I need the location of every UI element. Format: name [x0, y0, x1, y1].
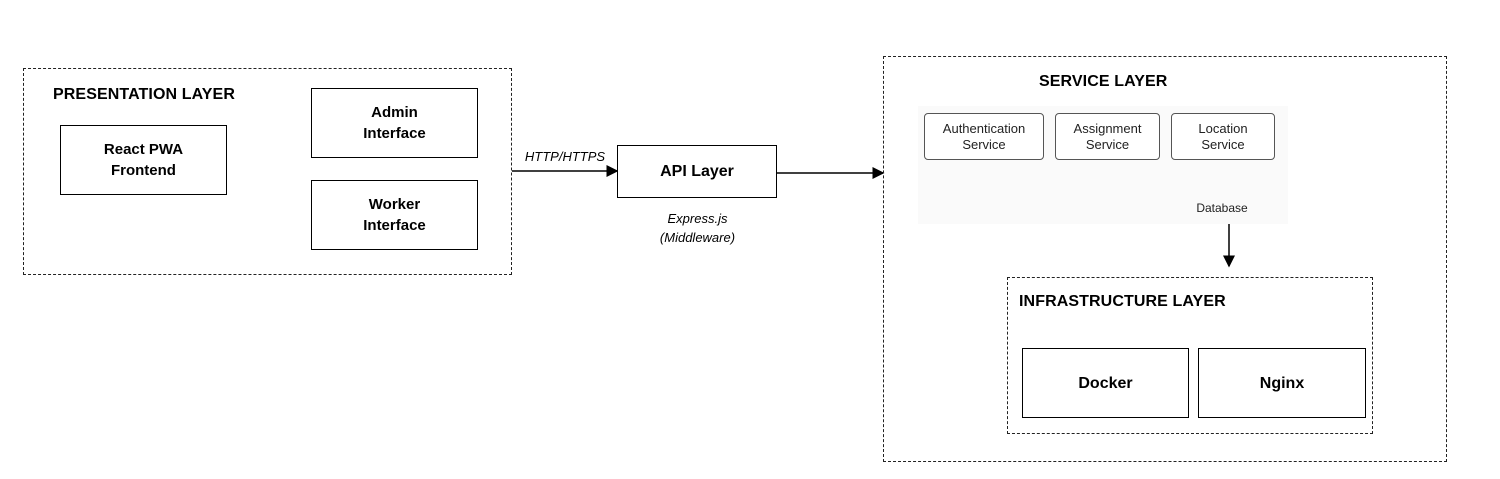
assignment-service-box: Assignment Service	[1055, 113, 1160, 160]
api-layer-box: API Layer	[617, 145, 777, 198]
protocol-label: HTTP/HTTPS	[524, 149, 606, 164]
api-tech-label: Express.js (Middleware)	[659, 211, 736, 245]
authentication-service-box: Authentication Service	[924, 113, 1044, 160]
infrastructure-layer	[1007, 277, 1373, 434]
nginx-box: Nginx	[1198, 348, 1366, 418]
worker-interface-box: Worker Interface	[311, 180, 478, 250]
service-layer	[883, 56, 1447, 462]
admin-interface-box: Admin Interface	[311, 88, 478, 158]
location-service-box: Location Service	[1171, 113, 1275, 160]
service-layer-title: SERVICE LAYER	[1039, 73, 1168, 90]
presentation-layer-title: PRESENTATION LAYER	[53, 86, 235, 103]
docker-box: Docker	[1022, 348, 1189, 418]
presentation-layer	[23, 68, 512, 275]
infrastructure-layer-title: INFRASTRUCTURE LAYER	[1019, 293, 1226, 310]
react-pwa-frontend-box: React PWA Frontend	[60, 125, 227, 195]
database-label: Database	[1196, 201, 1248, 215]
